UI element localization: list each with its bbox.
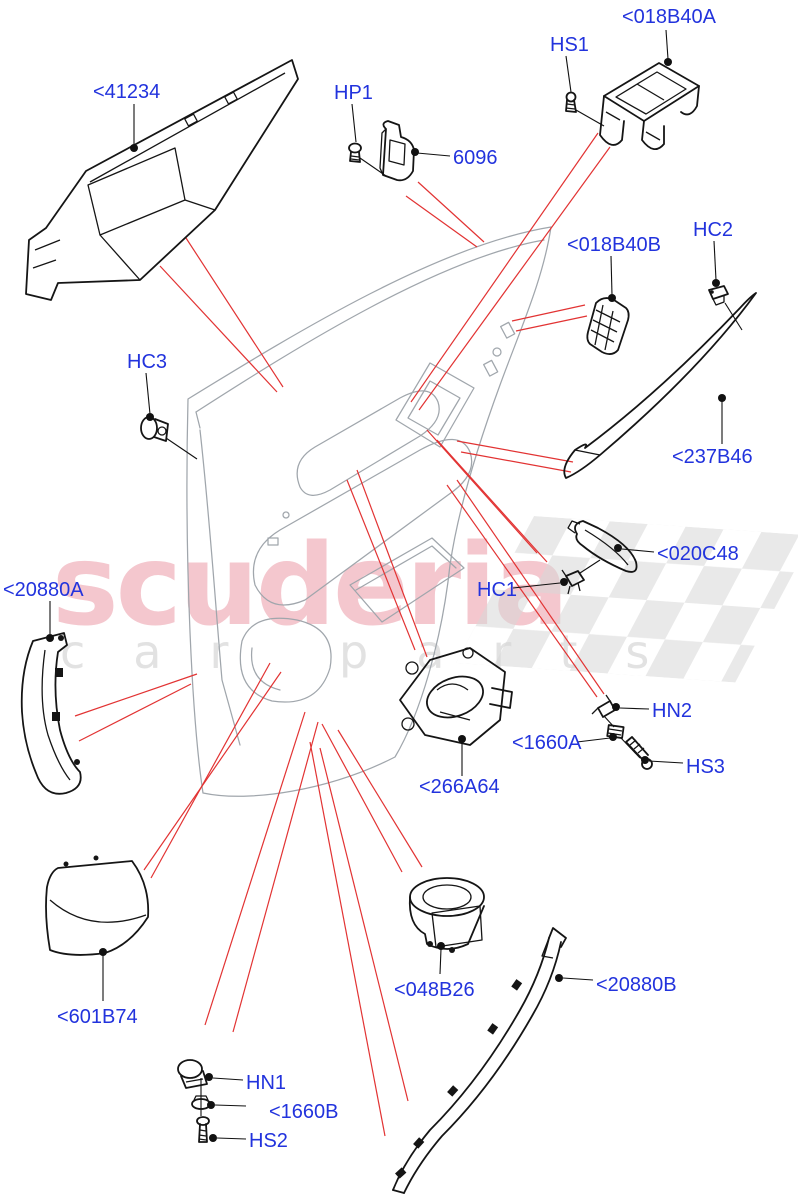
part-label-020c48: <020C48 [657,543,739,565]
part-drawing-hs1-screw [565,91,577,113]
part-drawing-hn2-clip [591,694,616,718]
part-drawing-020c48 [567,520,638,573]
part-drawing-018b40b [586,297,630,355]
part-drawing-018b40a [599,62,700,150]
part-label-237b46: <237B46 [672,446,753,468]
part-label-266a64: <266A64 [419,776,500,798]
hn2-stack-connector [603,715,641,759]
part-label-018b40a: <018B40A [622,6,717,28]
watermark: scuderia car parts [52,516,798,683]
part-label-6096: 6096 [453,147,498,169]
part-drawing-hc3-clip [140,416,169,442]
part-drawing-hc1-clip [561,569,585,595]
label-leader-lines [46,29,743,1142]
part-label-hn2: HN2 [652,700,692,722]
part-label-hn1: HN1 [246,1072,286,1094]
part-drawing-hn1-clip [177,1059,208,1089]
part-label-hc3: HC3 [127,351,167,373]
part-drawing-601b74 [45,855,150,956]
part-drawing-237b46 [563,292,757,479]
part-labels: <41234 HP1 6096 HS1 <018B40A <018B40B HC… [3,6,753,1152]
part-label-20880a: <20880A [3,579,84,601]
part-label-018b40b: <018B40B [567,234,661,256]
part-drawing-20880b [392,927,567,1194]
part-label-hs3: HS3 [686,756,725,778]
part-label-hc2: HC2 [693,219,733,241]
part-label-hs1: HS1 [550,34,589,56]
part-drawing-6096 [379,120,415,182]
part-label-hs2: HS2 [249,1130,288,1152]
part-label-41234: <41234 [93,81,160,103]
part-label-1660b: <1660B [269,1101,339,1123]
part-drawing-266a64 [399,647,513,746]
part-label-601b74: <601B74 [57,1006,138,1028]
part-drawing-hc2-clip [708,285,729,306]
part-label-1660a: <1660A [512,732,582,754]
part-label-20880b: <20880B [596,974,677,996]
part-drawing-hp1-screw [348,142,362,163]
part-drawing-20880a [20,632,82,795]
part-drawing-41234 [25,59,299,301]
part-drawing-hs3-screw [625,736,653,770]
part-label-hp1: HP1 [334,82,373,104]
door-panel-art [186,226,552,797]
part-drawing-hs2-screw [196,1116,210,1143]
door-top-rail-inner [195,239,545,413]
part-label-hc1: HC1 [477,579,517,601]
checkered-flag-watermark [455,516,798,683]
part-label-048b26: <048B26 [394,979,475,1001]
red-leader-lines [74,132,611,1137]
part-drawing-048b26 [408,877,485,953]
